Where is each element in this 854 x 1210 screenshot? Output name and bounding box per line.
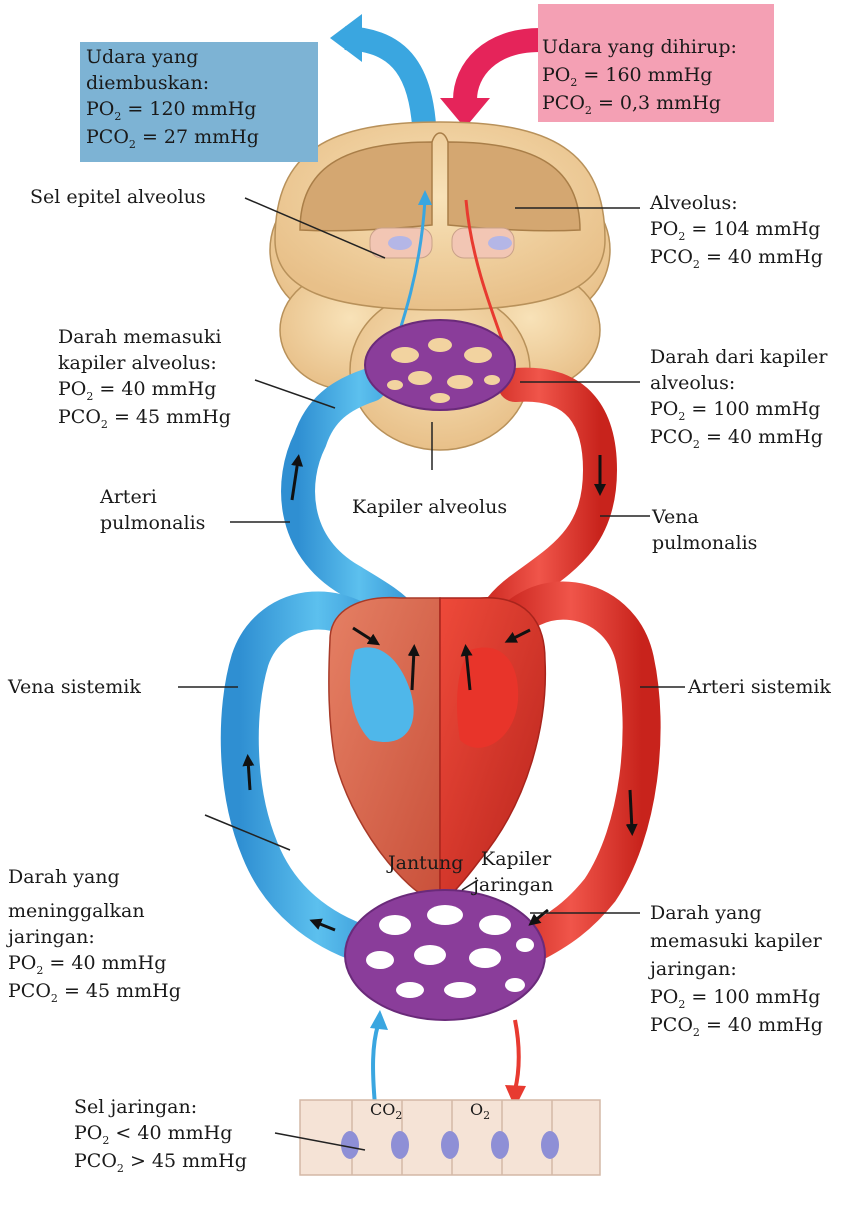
tissue-cells-pco2: PCO2 > 45 mmHg <box>74 1148 247 1182</box>
alveolus-title: Alveolus: <box>650 190 738 216</box>
blood-in-alv-pco2: PCO2 = 45 mmHg <box>58 404 231 438</box>
tissue-capillary-line2: jaringan <box>473 872 553 898</box>
blood-from-alv-line1: Darah dari kapiler <box>650 344 827 370</box>
blood-entering-line2: memasuki kapiler <box>650 928 822 954</box>
tissue-capillary-net <box>345 890 545 1020</box>
blood-in-alv-line2: kapiler alveolus: <box>58 350 217 376</box>
blood-entering-line3: jaringan: <box>650 956 737 982</box>
pulm-artery-line2: pulmonalis <box>100 510 205 536</box>
alveolus-pco2: PCO2 = 40 mmHg <box>650 244 823 278</box>
blood-leaving-line2: meninggalkan <box>8 898 145 924</box>
co2-label: CO2 <box>370 1100 402 1122</box>
epithelial-label: Sel epitel alveolus <box>30 184 206 210</box>
blood-entering-pco2: PCO2 = 40 mmHg <box>650 1012 823 1046</box>
tissue-capillary-line1: Kapiler <box>481 846 551 872</box>
blood-entering-line1: Darah yang <box>650 900 762 926</box>
exhaled-pco2: PCO2 = 27 mmHg <box>86 124 259 158</box>
pulm-vein-line2: pulmonalis <box>652 530 757 556</box>
systemic-artery-label: Arteri sistemik <box>688 674 831 700</box>
pulm-vein-line1: Vena <box>652 504 699 530</box>
blood-leaving-line3: jaringan: <box>8 924 95 950</box>
alv-capillary-label: Kapiler alveolus <box>352 494 507 520</box>
blood-leaving-pco2: PCO2 = 45 mmHg <box>8 978 181 1012</box>
inhaled-pco2: PCO2 = 0,3 mmHg <box>542 90 721 124</box>
blood-from-alv-pco2: PCO2 = 40 mmHg <box>650 424 823 458</box>
tissue-cells-illustration <box>300 1100 600 1175</box>
blood-leaving-line1: Darah yang <box>8 864 120 890</box>
exhaled-title-2: diembuskan: <box>86 70 209 96</box>
blood-from-alv-line2: alveolus: <box>650 370 735 396</box>
alveolar-capillary-net <box>365 320 515 410</box>
systemic-vein-label: Vena sistemik <box>8 674 141 700</box>
inhale-arrow <box>440 40 540 128</box>
exhaled-title-1: Udara yang <box>86 44 198 70</box>
pulm-artery-line1: Arteri <box>100 484 157 510</box>
blood-in-alv-line1: Darah memasuki <box>58 324 221 350</box>
tissue-cells-title: Sel jaringan: <box>74 1094 197 1120</box>
heart-label: Jantung <box>388 850 463 876</box>
o2-label: O2 <box>470 1100 490 1122</box>
inhaled-title: Udara yang dihirup: <box>542 34 737 60</box>
